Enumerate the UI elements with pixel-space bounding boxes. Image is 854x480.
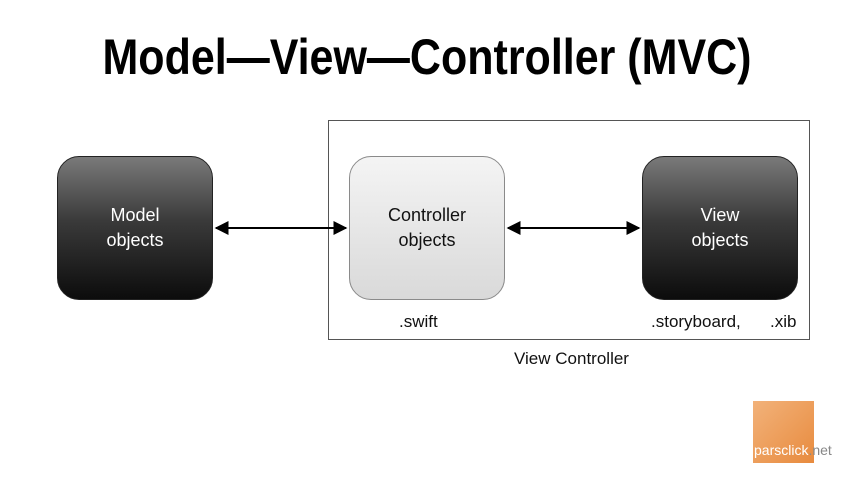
view-label-line2: objects — [691, 230, 749, 250]
parsclick-logo — [753, 401, 814, 463]
logo-suffix-text: .net — [808, 442, 832, 458]
parsclick-logo-text: parsclick.net — [754, 442, 832, 458]
controller-objects-box: Controller objects — [349, 156, 505, 300]
controller-label-line2: objects — [398, 230, 456, 250]
swift-caption: .swift — [399, 312, 438, 331]
model-label-line1: Model — [110, 205, 160, 225]
page-title: Model—View—Controller (MVC) — [102, 29, 752, 85]
storyboard-caption: .storyboard, — [651, 312, 741, 331]
model-label-line2: objects — [106, 230, 164, 250]
view-label-line1: View — [700, 205, 740, 225]
controller-label-line1: Controller — [387, 205, 467, 225]
view-controller-caption: View Controller — [514, 349, 629, 368]
model-objects-box: Model objects — [57, 156, 213, 300]
xib-caption: .xib — [770, 312, 797, 331]
logo-main-text: parsclick — [754, 442, 809, 458]
view-objects-box: View objects — [642, 156, 798, 300]
